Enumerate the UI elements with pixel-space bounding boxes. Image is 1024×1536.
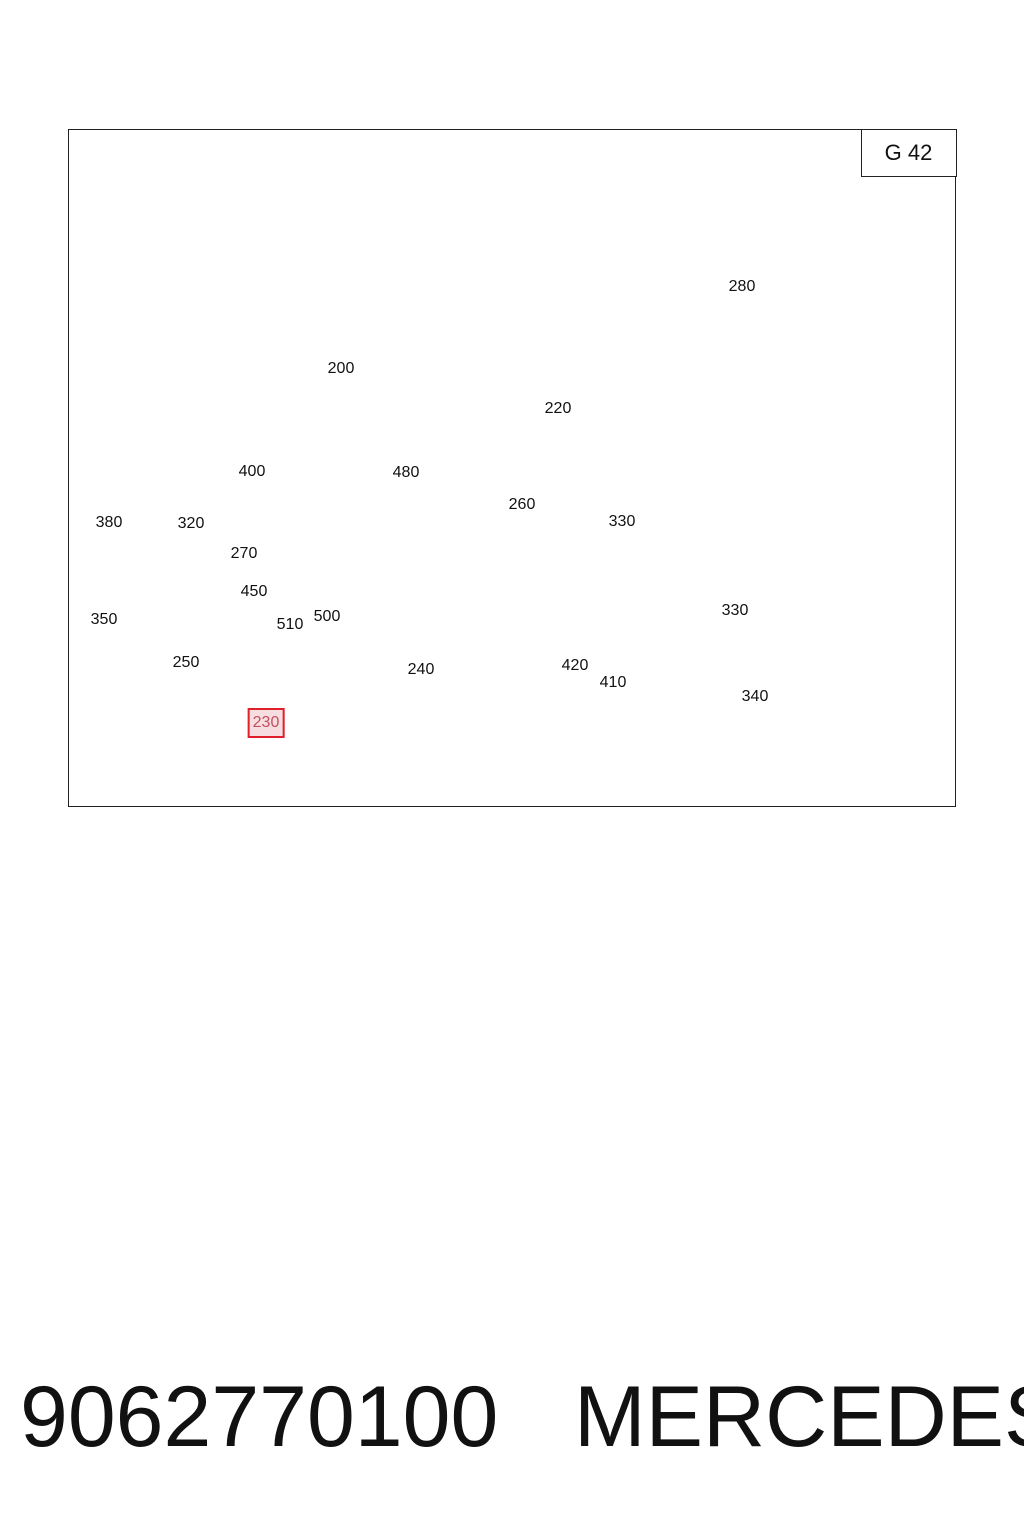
callout-330-upper[interactable]: 330 bbox=[608, 513, 636, 530]
callout-230[interactable]: 230 bbox=[247, 708, 285, 738]
callout-220[interactable]: 220 bbox=[544, 400, 572, 417]
callout-380[interactable]: 380 bbox=[95, 514, 123, 531]
callout-240[interactable]: 240 bbox=[407, 661, 435, 678]
callout-350[interactable]: 350 bbox=[90, 611, 118, 628]
part-number: 9062770100 bbox=[20, 1369, 499, 1465]
callout-200[interactable]: 200 bbox=[327, 360, 355, 377]
callout-340[interactable]: 340 bbox=[741, 688, 769, 705]
diagram-frame: G 42 bbox=[68, 128, 957, 807]
callout-450[interactable]: 450 bbox=[240, 583, 268, 600]
callout-270[interactable]: 270 bbox=[230, 545, 258, 562]
callout-330-lower[interactable]: 330 bbox=[721, 602, 749, 619]
callout-320[interactable]: 320 bbox=[177, 515, 205, 532]
callout-260[interactable]: 260 bbox=[508, 496, 536, 513]
callout-250[interactable]: 250 bbox=[172, 654, 200, 671]
diagram-code-box: G 42 bbox=[860, 128, 957, 177]
callout-410[interactable]: 410 bbox=[599, 674, 627, 691]
caption: 9062770100 MERCEDES bbox=[0, 1368, 1024, 1468]
brand-name: MERCEDES bbox=[574, 1369, 1024, 1465]
callout-480[interactable]: 480 bbox=[392, 464, 420, 481]
callout-510[interactable]: 510 bbox=[276, 616, 304, 633]
callout-400[interactable]: 400 bbox=[238, 463, 266, 480]
callout-280[interactable]: 280 bbox=[728, 278, 756, 295]
callout-500[interactable]: 500 bbox=[313, 608, 341, 625]
callout-420[interactable]: 420 bbox=[561, 657, 589, 674]
